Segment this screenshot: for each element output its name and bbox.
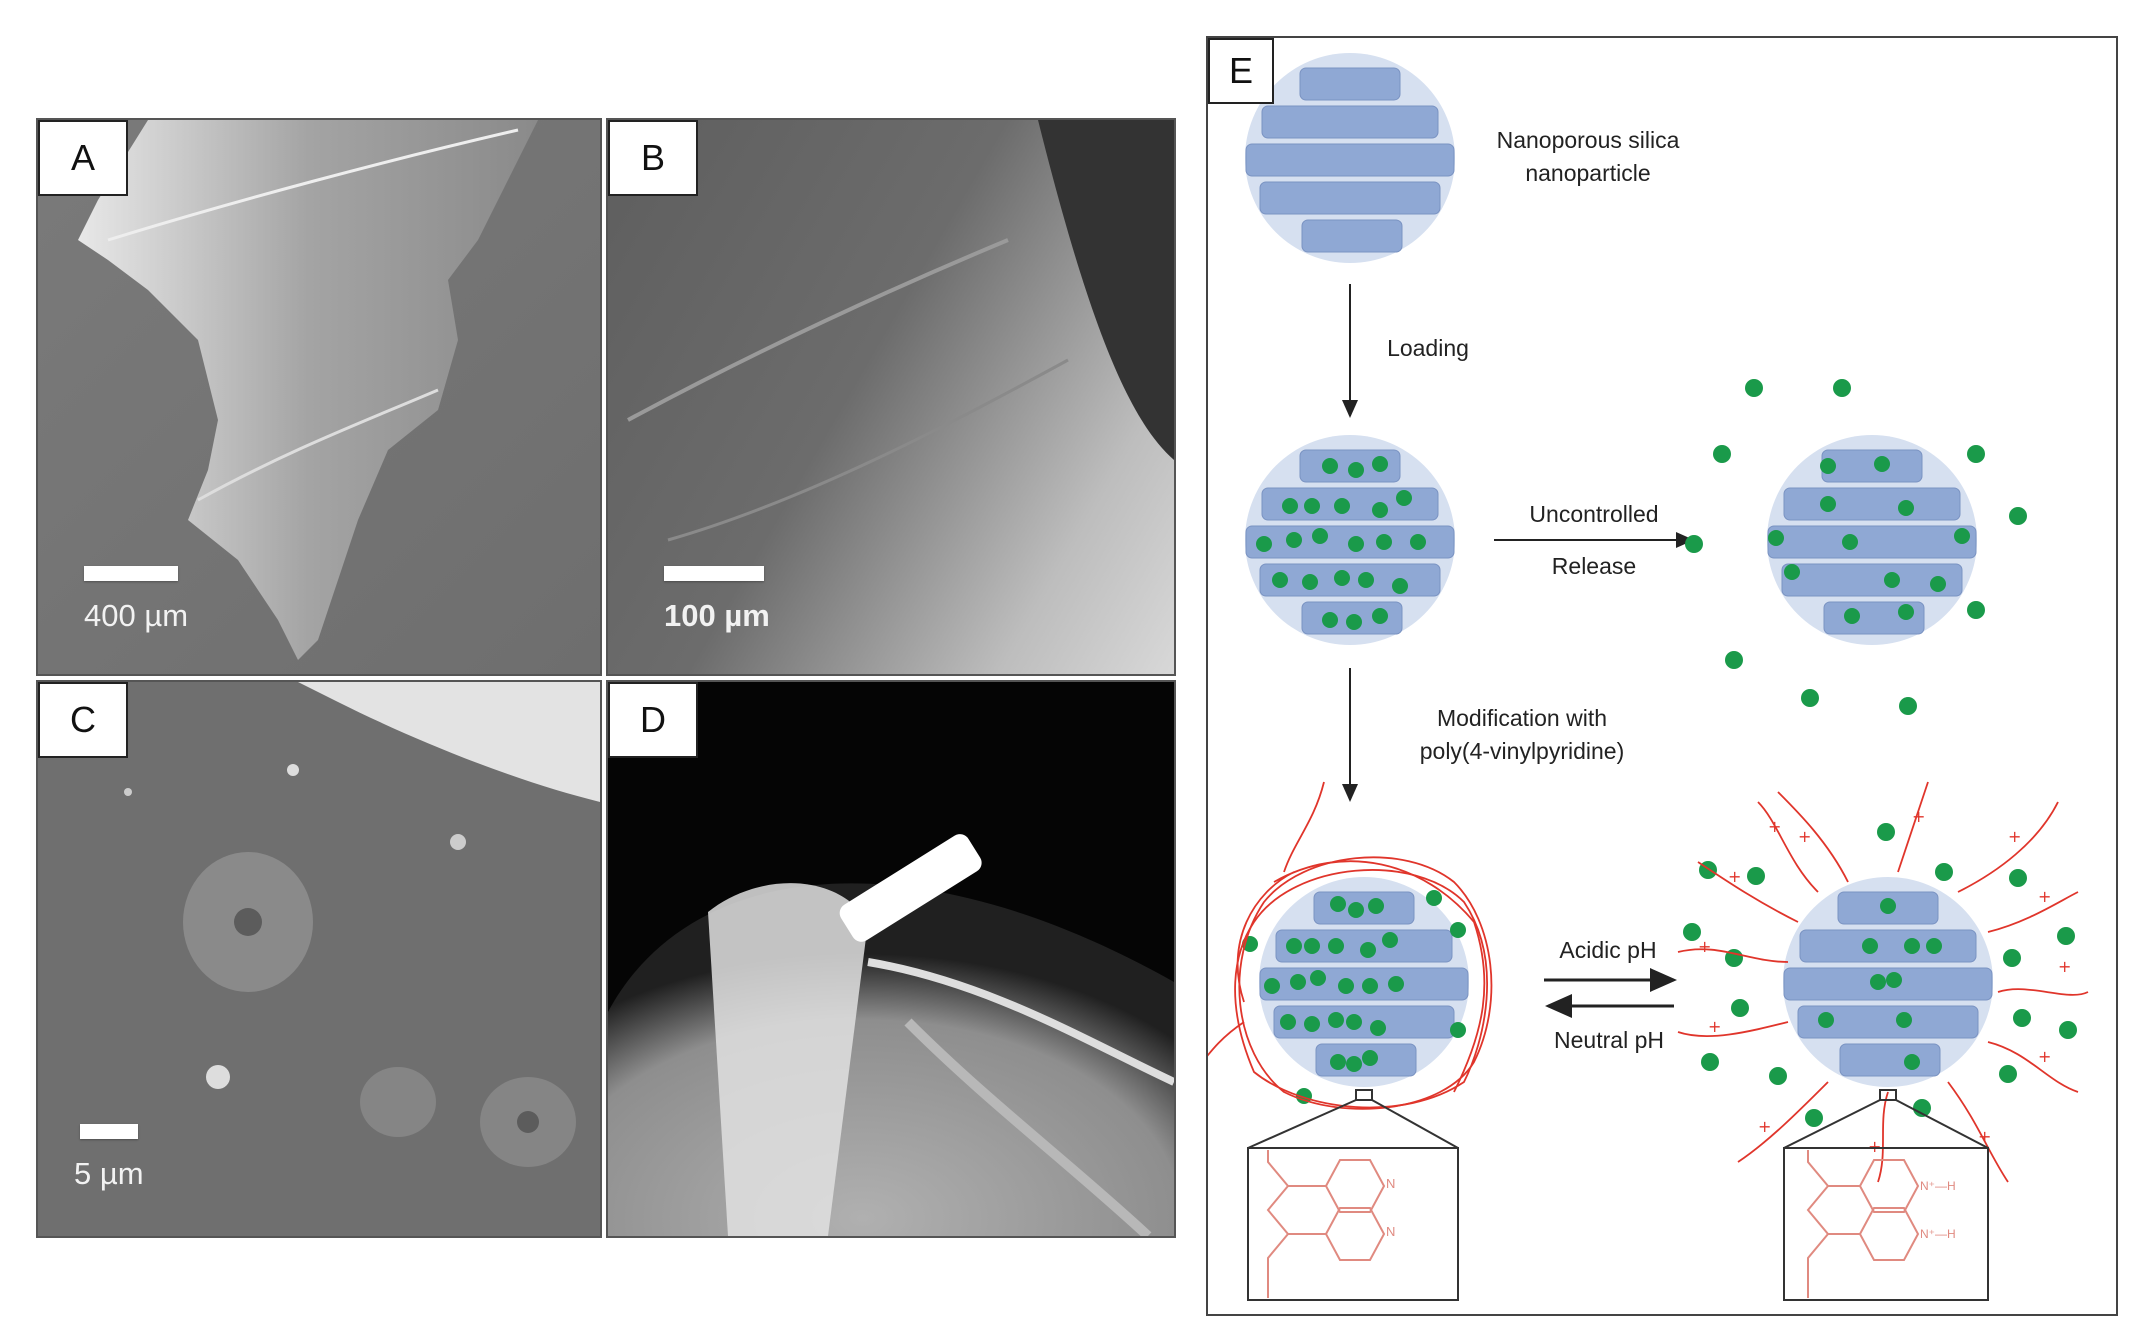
pyridine-n-2: N	[1386, 1224, 1395, 1239]
svg-text:+: +	[2008, 827, 2021, 846]
panel-c-label: C	[38, 682, 128, 758]
panel-c-sem-cells: C 5 µm	[36, 680, 602, 1238]
svg-text:+: +	[2058, 957, 2071, 976]
svg-text:+: +	[1912, 807, 1925, 826]
svg-text:+: +	[1768, 817, 1781, 836]
neutral-ph-label: Neutral pH	[1554, 1027, 1664, 1053]
protonated-structure-callout	[1783, 1089, 1989, 1301]
svg-text:+: +	[1978, 1127, 1991, 1146]
panel-e-label: E	[1208, 38, 1274, 104]
empty-silica-particle	[1244, 52, 1456, 264]
shoulder-xray	[608, 834, 1174, 1236]
pyridinium-nh-2: N⁺—H	[1920, 1227, 1956, 1241]
scale-bar-a	[84, 566, 178, 581]
particle-label: Nanoporous silica nanoparticle	[1496, 127, 1680, 186]
svg-text:+: +	[2038, 887, 2051, 906]
neutral-structure-callout	[1247, 1089, 1459, 1301]
loaded-particle	[1244, 434, 1456, 646]
uncontrolled-release-label: Uncontrolled Release	[1529, 501, 1659, 579]
implant-screw-shape	[78, 120, 538, 660]
panel-a-label: A	[38, 120, 128, 196]
panel-d-xray: D	[606, 680, 1176, 1238]
protonated-released-particle: + + + + + + + + + + + + +	[1677, 781, 2089, 1183]
svg-text:+: +	[1798, 827, 1811, 846]
panel-d-label: D	[608, 682, 698, 758]
panel-a-sem-implant: A 400 µm	[36, 118, 602, 676]
scale-bar-b	[664, 566, 764, 581]
svg-text:+: +	[1708, 1017, 1721, 1036]
cell-surface-texture	[124, 682, 600, 1167]
neutral-pvp-structure	[1266, 1150, 1386, 1298]
pyridinium-nh-1: N⁺—H	[1920, 1179, 1956, 1193]
svg-text:+: +	[1728, 867, 1741, 886]
acidic-ph-label: Acidic pH	[1559, 937, 1657, 963]
scale-label-b: 100 µm	[664, 598, 770, 633]
svg-text:+: +	[2038, 1047, 2051, 1066]
scale-bar-c	[80, 1124, 138, 1139]
scale-label-a: 400 µm	[84, 598, 189, 633]
svg-text:+: +	[1698, 937, 1711, 956]
pyridine-n-1: N	[1386, 1176, 1395, 1191]
svg-text:+: +	[1868, 1137, 1881, 1156]
scale-label-c: 5 µm	[74, 1156, 144, 1191]
panel-b-sem-surface: B 100 µm	[606, 118, 1176, 676]
protonated-pvp-structure	[1806, 1150, 1920, 1298]
drug-release-schematic: + + + + + + + + + + + + + N N	[1208, 52, 2089, 1301]
thread-surface-texture	[627, 120, 1174, 542]
panel-e-schematic: E	[1206, 36, 2118, 1316]
modification-label: Modification with poly(4-vinylpyridine)	[1419, 705, 1625, 764]
svg-text:+: +	[1758, 1117, 1771, 1136]
released-particle	[1685, 379, 2027, 715]
loading-label: Loading	[1387, 335, 1469, 361]
polymer-capped-particle	[1208, 781, 1493, 1110]
panel-b-label: B	[608, 120, 698, 196]
